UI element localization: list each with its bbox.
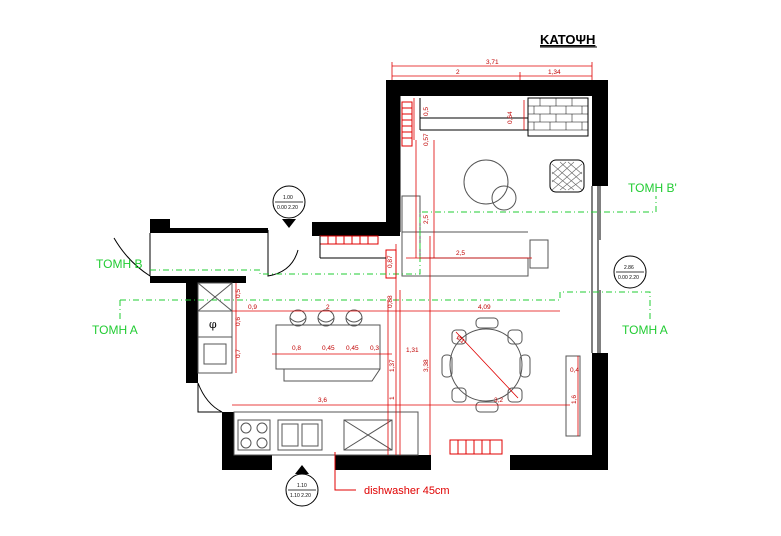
section-label-b-prime: ΤΟΜΗ Β' — [628, 181, 677, 195]
wall-bottom-b — [335, 455, 431, 470]
dining-chairs — [441, 317, 531, 413]
cooktop — [237, 419, 271, 451]
dim-057: 0,57 — [423, 133, 430, 146]
wall-corridor-bottom — [150, 276, 246, 283]
section-label-a-right: ΤΟΜΗ Α — [622, 323, 668, 337]
sofa — [401, 195, 529, 277]
dim-131: 1,31 — [406, 347, 419, 354]
dim-25v: 2,5 — [423, 215, 430, 224]
walls — [150, 80, 608, 470]
dim-top-right: 1,34 — [548, 69, 561, 76]
dim-137: 1,37 — [389, 359, 396, 372]
wall-right-lower — [592, 353, 608, 470]
bar-stools — [289, 309, 363, 327]
dim-064: 0,64 — [507, 111, 514, 124]
armchair — [549, 159, 585, 193]
radiator-upper — [401, 101, 413, 147]
dim-05b: 0,5 — [235, 289, 242, 298]
dimension-lines — [232, 62, 593, 455]
sink — [277, 419, 323, 451]
radiator-corridor — [319, 235, 379, 245]
dim-05: 0,5 — [423, 107, 430, 116]
window-tag-right-line1: 2.86 — [624, 265, 634, 271]
dim-top-left: 2 — [456, 69, 460, 76]
dishwasher-leader — [334, 452, 356, 491]
wall-upper-left — [386, 80, 400, 232]
dim-09: 0,9 — [248, 304, 257, 311]
door-kitchen — [197, 382, 223, 413]
kitchen-counter — [233, 411, 419, 456]
window-tag-bottom-arrow — [295, 465, 309, 474]
dim-07: 0,7 — [235, 349, 242, 358]
dim-36: 3,6 — [318, 397, 327, 404]
window-tag-bottom: 1.10 1.10 2.20 — [285, 465, 319, 507]
window-tag-top: 1.00 0.00 2.20 — [272, 185, 306, 228]
dim-diameter: Ø1 — [455, 334, 466, 345]
section-label-a-left: ΤΟΜΗ Α — [92, 323, 138, 337]
wall-bottom-c — [510, 455, 608, 470]
dim-338: 3,38 — [423, 359, 430, 372]
dim-2: 2 — [326, 304, 330, 311]
window-tag-top-line1: 1.00 — [283, 195, 293, 201]
door-entry — [113, 233, 151, 277]
dim-top-total: 3,71 — [486, 59, 499, 66]
wall-corridor-left-top — [150, 219, 170, 233]
oven-column — [197, 336, 233, 374]
dimension-texts: 3,71 2 1,34 0,5 0,57 0,64 2,5 2,5 0,87 0… — [235, 59, 579, 404]
plan-title: ΚΑΤΟΨΗ — [540, 32, 595, 47]
wall-top — [386, 80, 608, 96]
dim-045a: 0,45 — [322, 345, 335, 352]
dim-045b: 0,45 — [346, 345, 359, 352]
door-corridor — [267, 230, 299, 277]
dim-16: 1,6 — [571, 395, 578, 404]
side-table — [529, 239, 549, 269]
dishwasher-note: dishwasher 45cm — [364, 485, 450, 497]
wall-corridor-top-a — [170, 228, 268, 233]
window-tag-bottom-line2: 1.10 2.20 — [290, 493, 311, 499]
wall-right-upper — [592, 80, 608, 186]
window-tag-right: 2.86 0.00 2.20 — [613, 255, 647, 289]
wall-bottom-a — [222, 455, 272, 470]
window-tag-right-line2: 0.00 2.20 — [618, 275, 639, 281]
dim-087: 0,87 — [387, 255, 394, 268]
dim-08: 0,8 — [292, 345, 301, 352]
coffee-table-large — [463, 159, 509, 205]
wall-corridor-top-b — [312, 222, 400, 236]
fridge-symbol: φ — [209, 318, 217, 331]
dim-1: 1 — [389, 396, 396, 400]
dim-409: 4,09 — [478, 304, 491, 311]
dim-06: 0,6 — [235, 317, 242, 326]
section-label-b: ΤΟΜΗ Β — [96, 257, 142, 271]
window-tag-bottom-line1: 1.10 — [297, 483, 307, 489]
coffee-table-small — [491, 185, 517, 211]
dim-25h: 2,5 — [456, 250, 465, 257]
fireplace — [527, 97, 589, 137]
dim-32: 3,2 — [494, 397, 503, 404]
window-tag-top-arrow — [282, 219, 296, 228]
dining-table — [449, 328, 523, 402]
wall-left — [186, 283, 198, 383]
radiator-bottom — [449, 439, 503, 455]
window-tag-top-line2: 0.00 2.20 — [277, 205, 298, 211]
dim-03: 0,3 — [370, 345, 379, 352]
furniture: φ — [113, 96, 601, 456]
side-cabinet — [565, 355, 581, 437]
dishwasher — [343, 419, 393, 451]
section-lines — [119, 196, 657, 320]
dim-04: 0,4 — [570, 367, 579, 374]
dim-088: 0,88 — [387, 295, 394, 308]
